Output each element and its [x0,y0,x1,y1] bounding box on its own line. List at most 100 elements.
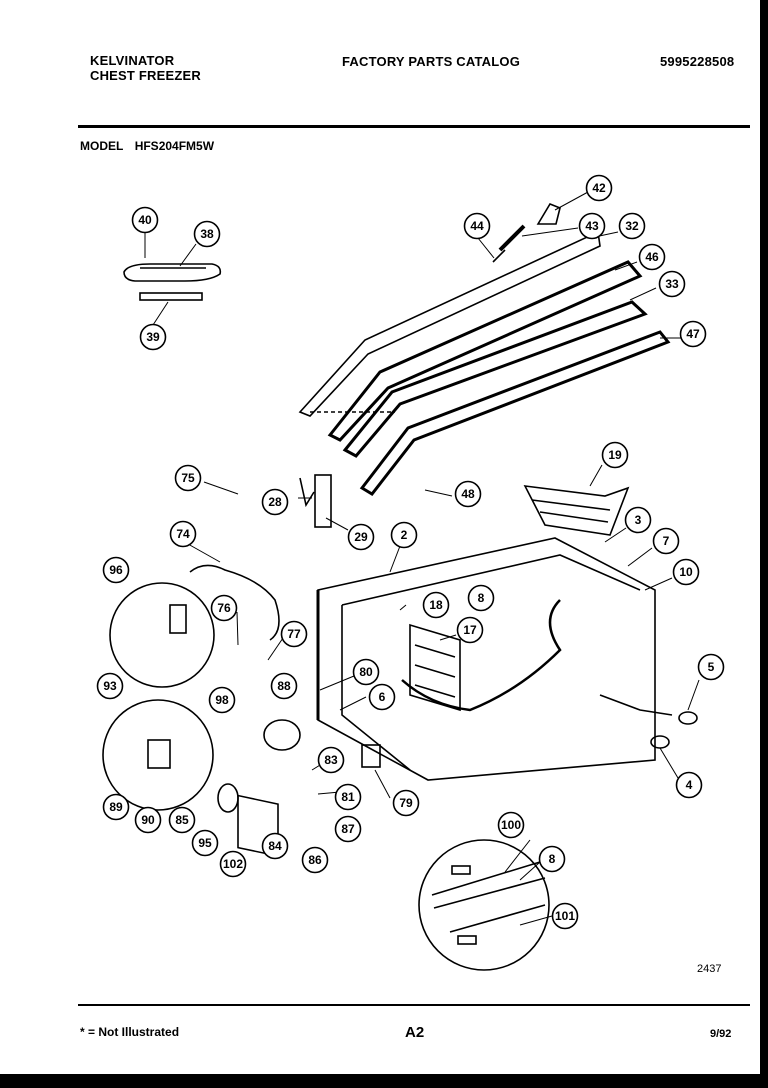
drain-plug [650,735,670,749]
callout-circle [467,584,495,612]
callout-label: 93 [103,679,117,693]
callout-86: 86 [301,846,329,874]
callout-label: 42 [592,181,606,195]
callout-circle [463,212,491,240]
callout-label: 38 [200,227,214,241]
callout-circle [551,902,579,930]
callout-43: 43 [578,212,606,240]
callout-6: 6 [368,683,396,711]
overload-protector [147,739,171,769]
callout-7: 7 [652,527,680,555]
callout-circle [102,793,130,821]
callout-circle [697,653,725,681]
callout-circle [538,845,566,873]
callout-76: 76 [210,594,238,622]
callout-label: 90 [141,813,155,827]
model-label: MODEL [80,139,124,153]
callout-74: 74 [169,520,197,548]
callout-label: 19 [608,448,622,462]
callout-44: 44 [463,212,491,240]
callout-label: 8 [549,852,556,866]
callout-circle [618,212,646,240]
callout-circle [456,616,484,644]
callout-label: 17 [463,623,477,637]
callout-label: 74 [176,527,190,541]
lid-frame [298,230,601,417]
callout-label: 98 [215,693,229,707]
callout-circle [270,672,298,700]
callout-98: 98 [208,686,236,714]
callout-label: 75 [181,471,195,485]
callout-83: 83 [317,746,345,774]
lid-handle [123,263,222,282]
grommet [217,783,239,813]
callout-label: 48 [461,487,475,501]
callout-circle [497,811,525,839]
callout-79: 79 [392,789,420,817]
product-type: CHEST FREEZER [90,68,201,83]
callout-label: 2 [401,528,408,542]
callout-label: 77 [287,627,301,641]
callout-circle [347,523,375,551]
callout-circle [261,832,289,860]
callout-label: 28 [268,495,282,509]
callout-38: 38 [193,220,221,248]
callout-circle [280,620,308,648]
leader-lines [144,191,700,926]
callout-label: 102 [223,857,243,871]
callout-circle [210,594,238,622]
callout-circle [261,488,289,516]
callout-33: 33 [658,270,686,298]
callout-80: 80 [352,658,380,686]
callout-circle [134,806,162,834]
catalog-part-number: 5995228508 [660,54,735,69]
callout-label: 40 [138,213,152,227]
callout-circle [422,591,450,619]
trim-clip [451,865,471,875]
callout-circle [672,558,700,586]
callout-75: 75 [174,464,202,492]
footnote: * = Not Illustrated [80,1025,180,1039]
lid-gasket [359,330,671,496]
callout-89: 89 [102,793,130,821]
catalog-title: FACTORY PARTS CATALOG [342,54,521,69]
callout-84: 84 [261,832,289,860]
callout-circle [658,270,686,298]
callout-label: 84 [268,839,282,853]
callout-circle [390,521,418,549]
diagram-number: 2437 [697,963,722,975]
power-cord [189,564,280,641]
callout-label: 81 [341,790,355,804]
vent-grille [237,794,279,858]
callout-label: 4 [686,778,693,792]
callout-label: 3 [635,513,642,527]
callout-circle [578,212,606,240]
callout-circle [352,658,380,686]
model-number: HFS204FM5W [134,139,215,153]
callout-circle [174,464,202,492]
header-rule [78,125,750,128]
callout-label: 47 [686,327,700,341]
callout-circle [638,243,666,271]
callout-17: 17 [456,616,484,644]
callout-42: 42 [585,174,613,202]
callout-label: 101 [555,909,575,923]
callout-96: 96 [102,556,130,584]
callout-circle [208,686,236,714]
callout-28: 28 [261,488,289,516]
detail-circle-overload [102,699,214,811]
callout-102: 102 [219,850,247,878]
basket [523,485,630,536]
callout-circle [219,850,247,878]
callout-circle [334,783,362,811]
evaporator-panel [409,623,461,712]
callout-93: 93 [96,672,124,700]
footer-rule [78,1004,750,1006]
callout-circle [102,556,130,584]
callout-8: 8 [538,845,566,873]
callout-circle [454,480,482,508]
callout-circle [168,806,196,834]
callout-label: 44 [470,219,484,233]
callout-circle [131,206,159,234]
page-number: A2 [405,1024,425,1041]
